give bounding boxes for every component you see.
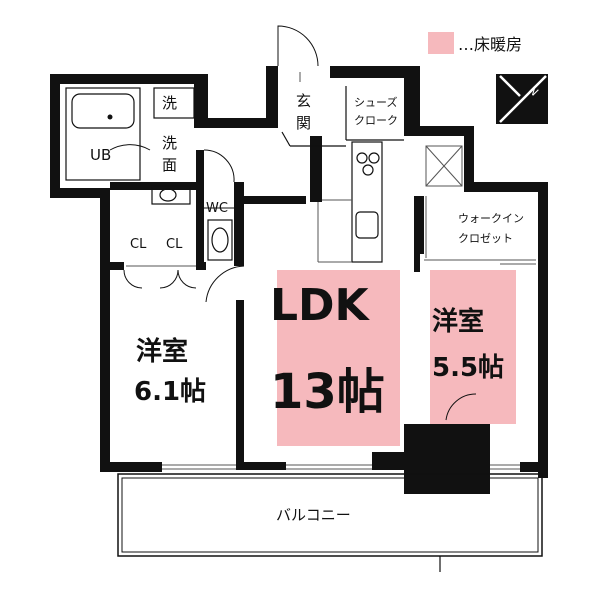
label-senmen-2: 面 [162,156,177,174]
walls [50,66,548,494]
bathtub [65,87,141,181]
ldk-floor-heating [277,270,400,446]
legend-swatch [428,32,454,54]
legend: …床暖房 [428,32,522,54]
legend-label: …床暖房 [458,35,522,54]
entrance-lines [281,72,404,147]
label-walkin-1: ウォークイン [458,212,524,225]
label-cl-1: CL [130,237,147,252]
label-yoshitsu2-size: 5.5帖 [432,353,504,383]
label-genkan-1: 玄 [296,92,311,110]
compass-icon: N [496,74,548,124]
room-labels: UB 洗 洗 面 玄 関 シューズ クローク WC CL CL ウォークイン ク… [90,92,524,524]
label-yoshitsu2-name: 洋室 [432,306,484,337]
toilet [207,219,233,261]
walkin-lines [424,196,536,265]
yoshitsu2-floor-heating [430,270,516,424]
label-cl-2: CL [166,237,183,252]
balcony [117,473,543,572]
label-ldk-name: LDK [270,280,371,331]
label-walkin-2: クロゼット [458,232,513,245]
kitchen [317,141,463,263]
label-shoes-2: クローク [354,114,398,127]
windows [162,464,520,470]
label-balcony: バルコニー [276,506,351,524]
wash-basin [151,87,195,205]
label-ldk-size: 13帖 [270,364,385,420]
label-wc: WC [206,201,228,216]
label-wash: 洗 [162,94,177,112]
doors [109,25,477,421]
label-ub: UB [90,146,111,164]
label-yoshitsu1-name: 洋室 [136,336,188,367]
label-genkan-2: 関 [296,114,311,132]
label-senmen-1: 洗 [162,134,177,152]
label-yoshitsu1-size: 6.1帖 [134,377,206,407]
label-shoes-1: シューズ [354,95,397,109]
